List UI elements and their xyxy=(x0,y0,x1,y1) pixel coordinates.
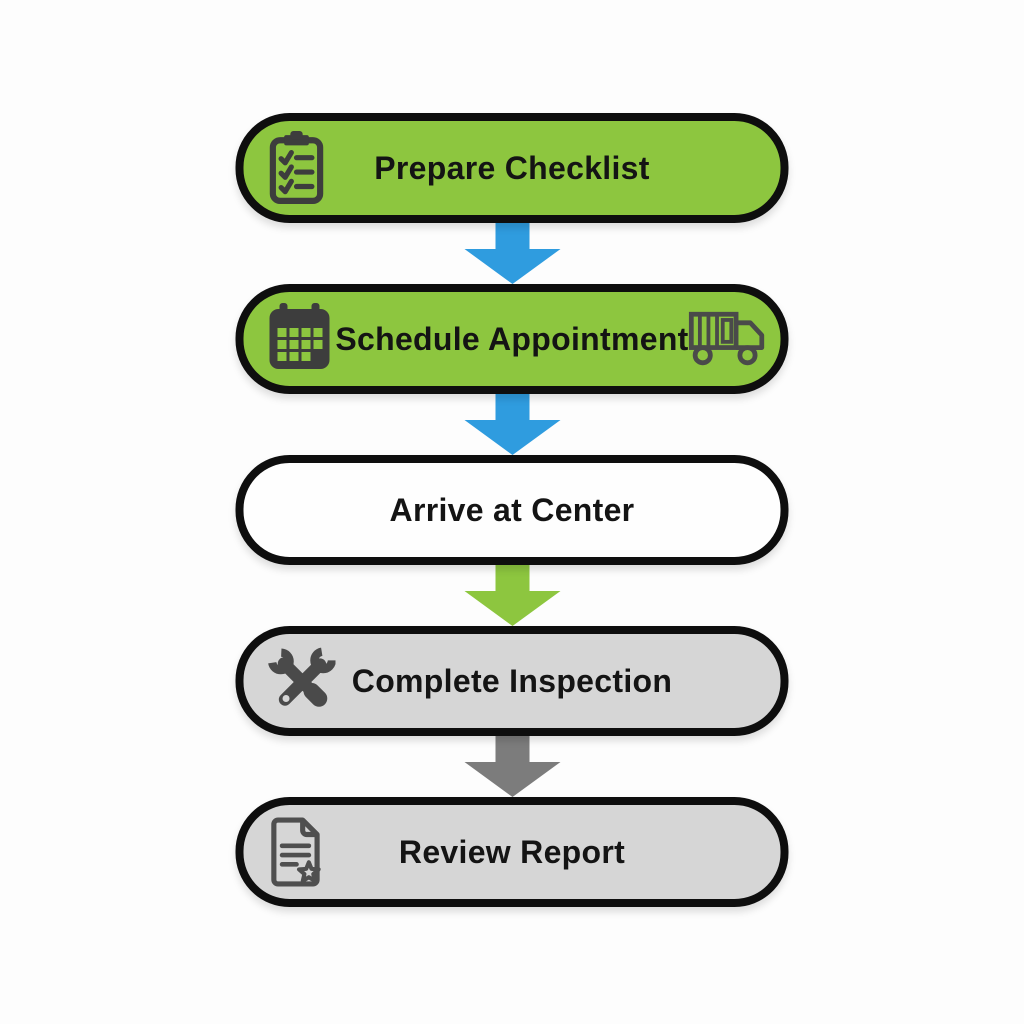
step-label: Complete Inspection xyxy=(351,662,673,699)
report-document-star-icon xyxy=(268,817,326,887)
step-review-report: Review Report xyxy=(235,797,789,907)
step-schedule-appointment: Schedule Appointment xyxy=(235,284,789,394)
arrow-down-1 xyxy=(463,223,561,284)
step-label: Schedule Appointment xyxy=(335,320,689,357)
step-complete-inspection: Complete Inspection xyxy=(235,626,789,736)
step-label: Arrive at Center xyxy=(389,491,635,528)
step-label: Review Report xyxy=(398,833,626,870)
arrow-down-4 xyxy=(463,736,561,797)
crossed-tools-icon xyxy=(268,647,336,715)
step-label: Prepare Checklist xyxy=(374,149,650,186)
checklist-clipboard-icon xyxy=(268,131,326,205)
arrow-down-3 xyxy=(463,565,561,626)
delivery-truck-icon xyxy=(688,309,768,369)
arrow-down-2 xyxy=(463,394,561,455)
calendar-icon xyxy=(268,303,332,375)
step-prepare-checklist: Prepare Checklist xyxy=(235,113,789,223)
step-arrive-at-center: Arrive at Center xyxy=(235,455,789,565)
inspection-process-flowchart: Prepare Checklist xyxy=(235,113,789,907)
